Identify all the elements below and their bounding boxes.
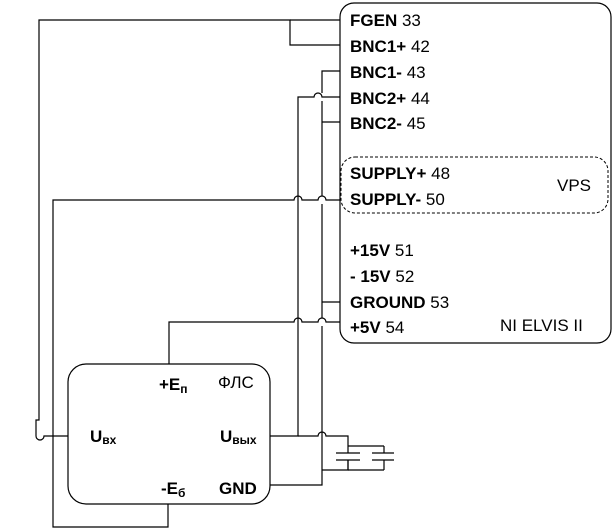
elvis-pin-labels: FGEN 33 BNC1+ 42 BNC1- 43 BNC2+ 44 BNC2-…: [350, 11, 591, 337]
fls-gnd-label: GND: [219, 479, 257, 498]
wire-uout-bnc2plus: [270, 92, 340, 437]
elvis-title: NI ELVIS II: [500, 316, 583, 335]
vps-group: [340, 156, 609, 214]
pin-bnc2-plus: BNC2+ 44: [350, 89, 430, 108]
pin-plus5v: +5V 54: [350, 318, 404, 337]
pin-bnc1-plus: BNC1+ 42: [350, 37, 430, 56]
pin-bnc1-minus: BNC1- 43: [350, 63, 426, 82]
vps-label: VPS: [557, 176, 591, 195]
wire-cap-bottom: [322, 460, 349, 471]
pin-fgen: FGEN 33: [350, 11, 421, 30]
fls-uout-label: Uвых: [220, 427, 257, 447]
elvis-block: [339, 2, 612, 344]
wire-common-ground: [321, 70, 340, 470]
pin-ground: GROUND 53: [350, 293, 449, 312]
pin-supply-plus: SUPPLY+ 48: [350, 164, 450, 183]
pin-minus15v: - 15V 52: [350, 267, 414, 286]
wire-uin-bnc1plus: [35, 19, 340, 441]
fls-uin-label: Uвх: [90, 427, 117, 447]
fls-eb-label: -Eб: [161, 479, 185, 500]
pin-plus15v: +15V 51: [350, 241, 414, 260]
wire-ep-5v: [168, 317, 340, 364]
fls-ep-label: +Eп: [159, 375, 188, 396]
fls-labels: ФЛС +Eп Uвх Uвых -Eб GND: [90, 373, 257, 500]
wire-uout-cap: [298, 431, 349, 446]
wire-gnd-supply-minus: [52, 195, 340, 528]
fls-title: ФЛС: [218, 373, 254, 392]
capacitor-icon: [336, 445, 394, 471]
pin-bnc2-minus: BNC2- 45: [350, 114, 426, 133]
pin-supply-minus: SUPPLY- 50: [350, 190, 445, 209]
